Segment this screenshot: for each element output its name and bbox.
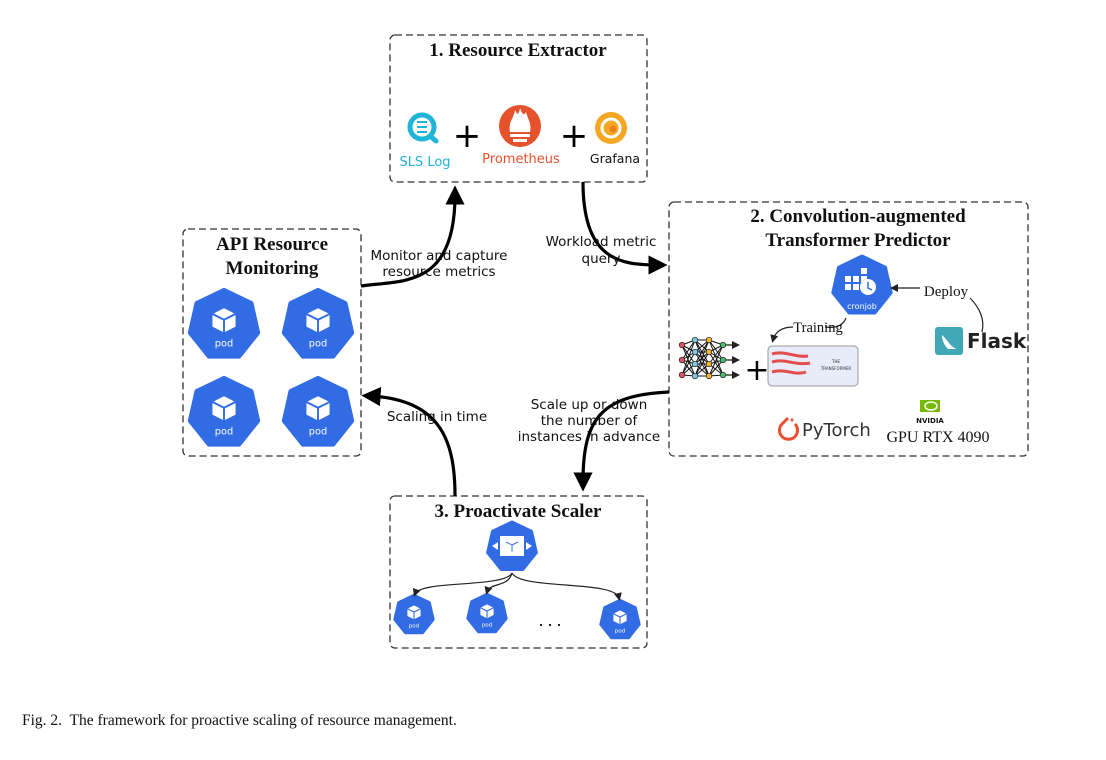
gpu-label: GPU RTX 4090 (886, 429, 989, 446)
flask-icon (935, 327, 963, 355)
monitor-label-line1: Monitor and capture (371, 248, 508, 264)
pod-label: pod (482, 622, 493, 628)
scale-arrow (573, 390, 670, 492)
predictor-box: 2. Convolution-augmented Transformer Pre… (668, 201, 1029, 457)
pod-icon: pod (599, 598, 641, 640)
scaling-in-time-arrow (361, 386, 457, 497)
cronjob-icon: cronjob (831, 254, 893, 315)
grafana-label: Grafana (590, 151, 640, 166)
ellipsis: . . . (539, 610, 562, 630)
scale-label-line3: instances in advance (518, 429, 661, 445)
pod-icon: pod (187, 287, 261, 359)
pod-label: pod (215, 339, 233, 350)
monitoring-title-line1: API Resource (216, 234, 328, 255)
api-resource-monitoring-box: API Resource Monitoring pod pod pod pod (182, 228, 362, 457)
figure-caption: Fig. 2. The framework for proactive scal… (22, 712, 457, 729)
scaler-title: 3. Proactivate Scaler (435, 501, 602, 522)
svg-text:THE: THE (831, 359, 840, 364)
grafana-icon (595, 112, 627, 144)
resource-extractor-box: 1. Resource Extractor SLS Log + Promethe… (389, 34, 648, 183)
predictor-title-line2: Transformer Predictor (765, 230, 951, 251)
neural-network-icon (678, 336, 740, 380)
monitor-label-line2: resource metrics (382, 264, 495, 280)
deploy-label: Deploy (924, 284, 969, 300)
svg-text:TRANSFORMER: TRANSFORMER (820, 366, 852, 371)
extractor-title: 1. Resource Extractor (429, 40, 607, 61)
pod-icon: pod (393, 593, 435, 635)
plus-sign: + (744, 353, 769, 388)
nvidia-label: NVIDIA (916, 417, 944, 425)
pytorch-label: PyTorch (802, 420, 871, 441)
pod-icon: pod (281, 375, 355, 447)
pod-icon: pod (281, 287, 355, 359)
workload-label-line2: query (582, 251, 621, 267)
scale-label-line2: the number of (541, 413, 639, 429)
predictor-title-line1: 2. Convolution-augmented (750, 206, 966, 227)
prometheus-label: Prometheus (482, 152, 560, 167)
pod-label: pod (409, 623, 420, 629)
pod-label: pod (215, 427, 233, 438)
pod-icon: pod (466, 592, 508, 634)
scaling-in-time-label: Scaling in time (387, 409, 487, 425)
pod-label: pod (309, 427, 327, 438)
workload-query-arrow (581, 181, 668, 275)
transformer-image: THE TRANSFORMER (767, 345, 859, 387)
pod-icon: pod (187, 375, 261, 447)
monitoring-title-line2: Monitoring (226, 258, 319, 279)
pod-label: pod (309, 339, 327, 350)
flask-label: Flask (967, 329, 1027, 353)
deployment-scaler-icon (486, 520, 538, 571)
plus-sign: + (453, 116, 482, 156)
plus-sign: + (560, 116, 589, 156)
workload-label-line1: Workload metric (546, 234, 657, 250)
proactive-scaler-box: 3. Proactivate Scaler pod pod pod . . . (389, 495, 648, 649)
monitor-arrow (360, 185, 465, 288)
nvidia-icon (920, 400, 940, 412)
sls-log-label: SLS Log (399, 155, 450, 170)
pod-label: pod (615, 628, 626, 634)
cronjob-label: cronjob (847, 302, 877, 311)
scale-label-line1: Scale up or down (531, 397, 648, 413)
pytorch-icon (778, 416, 799, 441)
prometheus-icon (499, 105, 541, 147)
training-label: Training (793, 320, 842, 336)
sls-log-icon (407, 112, 439, 144)
